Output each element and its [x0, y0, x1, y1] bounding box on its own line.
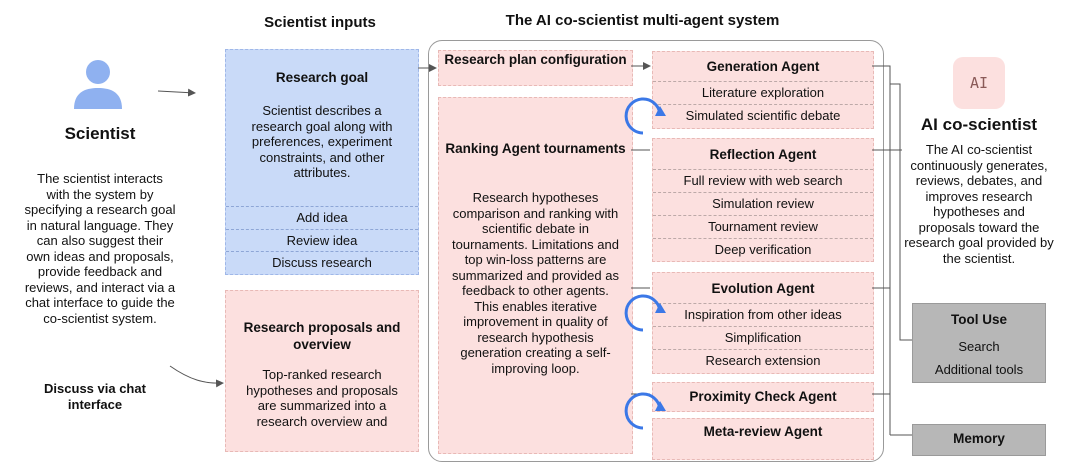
- loop-icon-evolution: [624, 294, 662, 332]
- simplification-item: Simplification: [653, 326, 873, 349]
- reflection-agent-box: Reflection Agent Full review with web se…: [652, 138, 874, 262]
- add-idea-button[interactable]: Add idea: [226, 206, 418, 229]
- bracket-to-tools: [890, 83, 912, 341]
- chat-interface-label: Discuss via chat interface: [44, 381, 146, 412]
- ai-co-scientist-label: AI co-scientist: [920, 115, 1038, 134]
- tool-use-box: Tool Use Search Additional tools: [912, 303, 1046, 383]
- inspiration-item: Inspiration from other ideas: [653, 303, 873, 326]
- tournament-review-item: Tournament review: [653, 215, 873, 238]
- research-plan-config-box: Research plan configuration: [438, 50, 633, 86]
- evolution-agent-title: Evolution Agent: [711, 281, 815, 296]
- ranking-agent-box: Ranking Agent tournaments Research hypot…: [438, 97, 633, 454]
- research-proposals-body: Top-ranked research hypotheses and propo…: [246, 367, 398, 429]
- ai-icon: AI: [953, 57, 1005, 109]
- header-scientist-inputs: Scientist inputs: [264, 14, 376, 31]
- ranking-agent-title: Ranking Agent tournaments: [445, 141, 626, 156]
- proximity-agent-title: Proximity Check Agent: [689, 389, 837, 404]
- ai-co-scientist-description: The AI co-scientist continuously generat…: [904, 142, 1054, 266]
- review-idea-button[interactable]: Review idea: [226, 229, 418, 252]
- ranking-agent-body: Research hypotheses comparison and ranki…: [452, 190, 619, 376]
- simulated-debate-item: Simulated scientific debate: [653, 104, 873, 127]
- proximity-agent-box: Proximity Check Agent: [652, 382, 874, 412]
- chat-arrow: [169, 365, 224, 388]
- tool-use-title: Tool Use: [950, 312, 1007, 327]
- scientist-person-icon: [70, 55, 126, 111]
- right-bracket: [872, 65, 892, 435]
- generation-agent-box: Generation Agent Literature exploration …: [652, 51, 874, 129]
- simulation-review-item: Simulation review: [653, 192, 873, 215]
- generation-agent-title: Generation Agent: [706, 59, 820, 74]
- ranking-to-agents: [631, 149, 650, 395]
- scientist-description: The scientist interacts with the system …: [24, 171, 176, 326]
- ai-icon-text: AI: [969, 74, 989, 92]
- research-goal-body: Scientist describes a research goal alon…: [251, 103, 393, 180]
- research-proposals-box: Research proposals and overview Top-rank…: [225, 290, 419, 452]
- loop-icon-proximity: [624, 392, 662, 430]
- connector-overlay: [157, 62, 912, 436]
- search-tool-item: Search: [958, 339, 1000, 354]
- additional-tools-item: Additional tools: [934, 362, 1024, 377]
- header-system: The AI co-scientist multi-agent system: [505, 12, 780, 29]
- scientist-to-goal-arrow: [157, 88, 196, 97]
- discuss-research-button[interactable]: Discuss research: [226, 251, 418, 274]
- research-goal-box: Research goal Scientist describes a rese…: [225, 49, 419, 275]
- reflection-agent-title: Reflection Agent: [709, 147, 817, 162]
- research-goal-title: Research goal: [275, 70, 369, 85]
- research-extension-item: Research extension: [653, 349, 873, 372]
- loop-icon-generation: [624, 97, 662, 135]
- scientist-label: Scientist: [64, 124, 136, 143]
- meta-review-agent-title: Meta-review Agent: [703, 424, 823, 439]
- full-review-item: Full review with web search: [653, 169, 873, 192]
- literature-exploration-item: Literature exploration: [653, 81, 873, 104]
- research-proposals-title: Research proposals and overview: [243, 320, 401, 352]
- deep-verification-item: Deep verification: [653, 238, 873, 261]
- evolution-agent-box: Evolution Agent Inspiration from other i…: [652, 272, 874, 374]
- research-plan-config-title: Research plan configuration: [444, 52, 627, 67]
